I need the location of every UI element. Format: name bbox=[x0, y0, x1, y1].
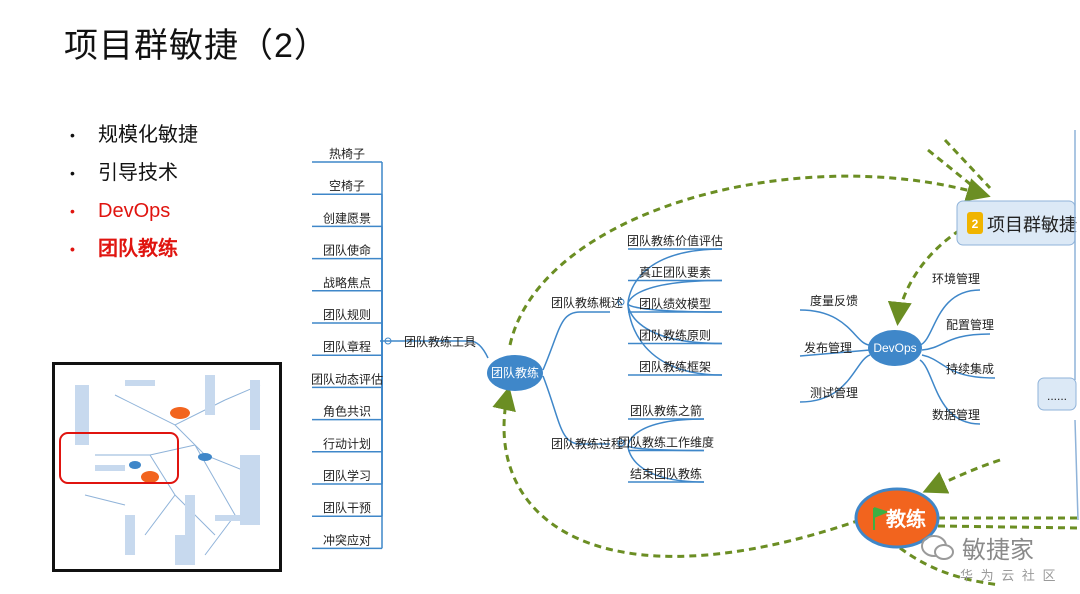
bullet-text: 规模化敏捷 bbox=[98, 124, 198, 146]
overview-leaf-connector bbox=[627, 303, 723, 376]
bullet-item: • 规模化敏捷 bbox=[70, 116, 198, 154]
overview-leaf: 团队绩效模型 bbox=[639, 296, 711, 311]
center-node bbox=[487, 355, 543, 391]
wechat-icon bbox=[921, 534, 954, 560]
link-coach-to-team bbox=[492, 386, 861, 558]
coach-node-label: 教练 bbox=[886, 507, 926, 531]
process-branch-label: 团队教练过程 bbox=[551, 436, 623, 451]
watermark: 敏捷家 华 为 云 社 区 bbox=[920, 530, 1057, 584]
tool-branch-lines bbox=[312, 161, 383, 550]
page-title: 项目群敏捷（2） bbox=[64, 27, 329, 65]
overview-branch-lines bbox=[627, 248, 723, 376]
process-leaf: 团队教练之箭 bbox=[630, 403, 702, 418]
flag-icon bbox=[873, 507, 889, 530]
tool-leaf: 团队使命 bbox=[323, 243, 371, 258]
link-coach-to-program bbox=[508, 174, 991, 346]
process-leaf: 团队教练工作维度 bbox=[618, 435, 714, 450]
bullet-text: 引导技术 bbox=[98, 162, 178, 184]
collapse-icon bbox=[617, 298, 625, 306]
mindmap-thumbnail bbox=[52, 362, 282, 572]
link-program-to-devops bbox=[887, 228, 961, 326]
tool-leaf: 创建愿景 bbox=[323, 211, 371, 225]
bullet-dot-icon: • bbox=[70, 165, 75, 181]
tool-leaf: 角色共识 bbox=[323, 405, 371, 419]
program-node-label: 项目群敏捷 bbox=[987, 215, 1077, 235]
overview-branch-label: 团队教练概述 bbox=[551, 295, 623, 310]
bullet-item: • 团队教练 bbox=[70, 230, 198, 268]
bullet-dot-icon: • bbox=[70, 127, 75, 143]
bullet-dot-icon: • bbox=[70, 241, 75, 257]
process-leaf-connector bbox=[627, 418, 705, 447]
bullet-item: • 引导技术 bbox=[70, 154, 198, 192]
overview-leaf: 团队教练原则 bbox=[639, 328, 711, 343]
process-leaf-connector bbox=[627, 445, 705, 483]
tool-leaf: 团队学习 bbox=[323, 468, 371, 483]
devops-node bbox=[868, 330, 922, 366]
devops-node-label: DevOps bbox=[873, 341, 916, 355]
coach-node bbox=[854, 487, 940, 549]
thumbnail-graphic bbox=[59, 375, 261, 565]
collapse-icon bbox=[384, 337, 392, 345]
bullet-list: • 规模化敏捷 • 引导技术 • DevOps • 团队教练 bbox=[70, 116, 198, 268]
bullet-dot-icon: • bbox=[70, 203, 75, 219]
tool-leaf: 团队干预 bbox=[323, 500, 371, 515]
tool-leaf: 空椅子 bbox=[329, 179, 365, 193]
devops-leaf: 发布管理 bbox=[804, 340, 852, 355]
tool-leaf: 团队规则 bbox=[323, 307, 371, 322]
watermark-sub: 华 为 云 社 区 bbox=[960, 568, 1058, 583]
process-branch-lines bbox=[627, 418, 705, 483]
overview-leaf: 真正团队要素 bbox=[639, 265, 711, 280]
tool-leaf: 热椅子 bbox=[329, 147, 365, 161]
bullet-item: • DevOps bbox=[70, 192, 198, 230]
bullet-text: 团队教练 bbox=[98, 238, 178, 260]
tool-leaf: 战略焦点 bbox=[323, 275, 371, 290]
devops-leaf: 测试管理 bbox=[810, 385, 858, 400]
devops-leaf: 数据管理 bbox=[932, 407, 980, 422]
process-leaf: 结束团队教练 bbox=[630, 466, 702, 481]
tool-branch-label: 团队教练工具 bbox=[404, 334, 476, 349]
devops-leaf: 度量反馈 bbox=[810, 293, 858, 308]
overview-leaf: 团队教练价值评估 bbox=[627, 233, 723, 248]
devops-leaf: 环境管理 bbox=[932, 271, 980, 286]
tool-leaf: 行动计划 bbox=[323, 437, 371, 451]
collapsed-node bbox=[1037, 377, 1077, 411]
tool-leaf: 团队章程 bbox=[323, 339, 371, 354]
tool-leaf: 冲突应对 bbox=[323, 532, 371, 547]
devops-leaf: 配置管理 bbox=[946, 317, 994, 332]
overview-leaf-connector bbox=[627, 279, 723, 305]
collapsed-node-label: ...... bbox=[1047, 389, 1067, 403]
highlight-box bbox=[59, 432, 179, 484]
bullet-text: DevOps bbox=[98, 200, 171, 222]
center-node-label: 团队教练 bbox=[491, 365, 539, 380]
overview-leaf: 团队教练框架 bbox=[639, 359, 711, 374]
priority-badge-label: 2 bbox=[972, 217, 979, 231]
devops-leaf: 持续集成 bbox=[946, 361, 994, 376]
tool-leaf: 团队动态评估 bbox=[311, 371, 383, 386]
watermark-brand: 敏捷家 bbox=[962, 537, 1034, 564]
priority-badge-icon bbox=[967, 212, 983, 234]
collapse-icon bbox=[617, 439, 625, 447]
